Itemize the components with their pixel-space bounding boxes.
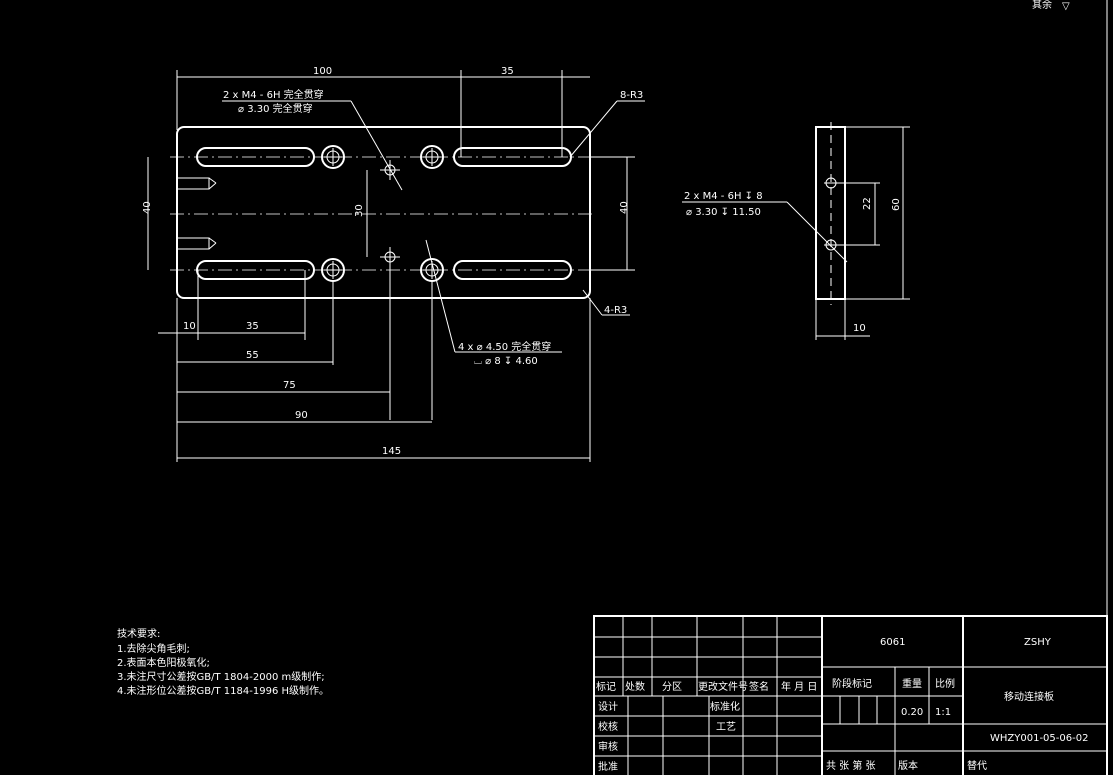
dim-40-right: 40 (619, 201, 630, 214)
header-mark: 标记 (596, 681, 616, 693)
radius-callout-bottom: 4-R3 (604, 305, 627, 316)
header-change-doc: 更改文件号 (698, 680, 748, 693)
side-view: 22 60 10 2 x M4 - 6H ↧ 8 ⌀ 3.30 ↧ 11.50 (682, 122, 910, 340)
dim-22: 22 (862, 197, 873, 210)
row-review: 审核 (598, 740, 618, 753)
standardization-label: 标准化 (710, 700, 740, 713)
process-label: 工艺 (716, 721, 736, 733)
title-block: 标记 处数 分区 更改文件号 签名 年 月 日 设计 校核 审核 批准 标准化 … (593, 615, 1108, 775)
scale-value: 1:1 (935, 707, 951, 718)
counterbore-hole (321, 145, 345, 169)
tech-req-item: 3.未注尺寸公差按GB/T 1804-2000 m级制作; (117, 670, 325, 683)
header-signature: 签名 (749, 680, 769, 693)
header-zone: 分区 (662, 681, 682, 693)
slot (196, 260, 315, 280)
slot (453, 147, 572, 167)
slot (196, 147, 315, 167)
pin (176, 177, 210, 190)
stage-mark-label: 阶段标记 (832, 677, 872, 690)
row-check: 校核 (598, 720, 618, 733)
row-design: 设计 (598, 700, 618, 713)
drawing-number: WHZY001-05-06-02 (990, 733, 1088, 744)
dim-30: 30 (354, 204, 365, 217)
counterbore-callout-line1: 4 x ⌀ 4.50 完全贯穿 (458, 340, 551, 353)
counterbore-hole (420, 145, 444, 169)
scale-label: 比例 (935, 677, 955, 690)
side-callout-line2: ⌀ 3.30 ↧ 11.50 (686, 207, 761, 218)
tapped-hole-callout-line2: ⌀ 3.30 完全贯穿 (238, 102, 313, 115)
tech-req-item: 2.表面本色阳极氧化; (117, 656, 210, 669)
side-callout-line1: 2 x M4 - 6H ↧ 8 (684, 191, 763, 202)
dim-90: 90 (295, 410, 308, 421)
plate-outline (176, 126, 591, 299)
pin (176, 237, 210, 250)
dim-75: 75 (283, 380, 296, 391)
surface-finish-note: 其余 (1032, 0, 1052, 11)
sheet-count: 共 张 第 张 (826, 759, 876, 772)
material: 6061 (880, 637, 905, 648)
company: ZSHY (1024, 637, 1052, 648)
tech-req-item: 4.未注形位公差按GB/T 1184-1996 H级制作。 (117, 684, 329, 697)
tech-req-item: 1.去除尖角毛刺; (117, 642, 190, 655)
weight-value: 0.20 (901, 707, 923, 718)
slot (453, 260, 572, 280)
front-view: 100 35 40 30 40 10 35 55 75 90 145 2 x M… (142, 66, 645, 462)
dim-10: 10 (183, 321, 196, 332)
tapped-hole-callout-line1: 2 x M4 - 6H 完全贯穿 (223, 88, 324, 101)
dim-35-top: 35 (501, 66, 514, 77)
replace-label: 替代 (967, 759, 987, 772)
dim-60: 60 (891, 198, 902, 211)
weight-label: 重量 (902, 677, 922, 690)
header-count: 处数 (625, 680, 645, 693)
tapped-hole (824, 239, 880, 251)
dim-100: 100 (313, 66, 332, 77)
counterbore-callout-line2: ⌴ ⌀ 8 ↧ 4.60 (474, 356, 538, 367)
dim-35-bottom: 35 (246, 321, 259, 332)
version-label: 版本 (898, 759, 918, 772)
dim-145: 145 (382, 446, 401, 457)
tapped-hole (380, 247, 400, 420)
surface-finish-symbol: ▽ (1062, 1, 1070, 12)
counterbore-hole (321, 258, 345, 282)
technical-requirements: 技术要求: 1.去除尖角毛刺; 2.表面本色阳极氧化; 3.未注尺寸公差按GB/… (117, 627, 329, 697)
header-date: 年 月 日 (781, 680, 817, 693)
tapped-hole (824, 177, 880, 189)
dim-55: 55 (246, 350, 259, 361)
dim-10-side: 10 (853, 323, 866, 334)
dim-40-left: 40 (142, 201, 153, 214)
radius-callout-top: 8-R3 (620, 90, 643, 101)
tech-req-title: 技术要求: (117, 627, 160, 640)
part-name: 移动连接板 (1004, 690, 1054, 703)
row-approve: 批准 (598, 760, 618, 773)
